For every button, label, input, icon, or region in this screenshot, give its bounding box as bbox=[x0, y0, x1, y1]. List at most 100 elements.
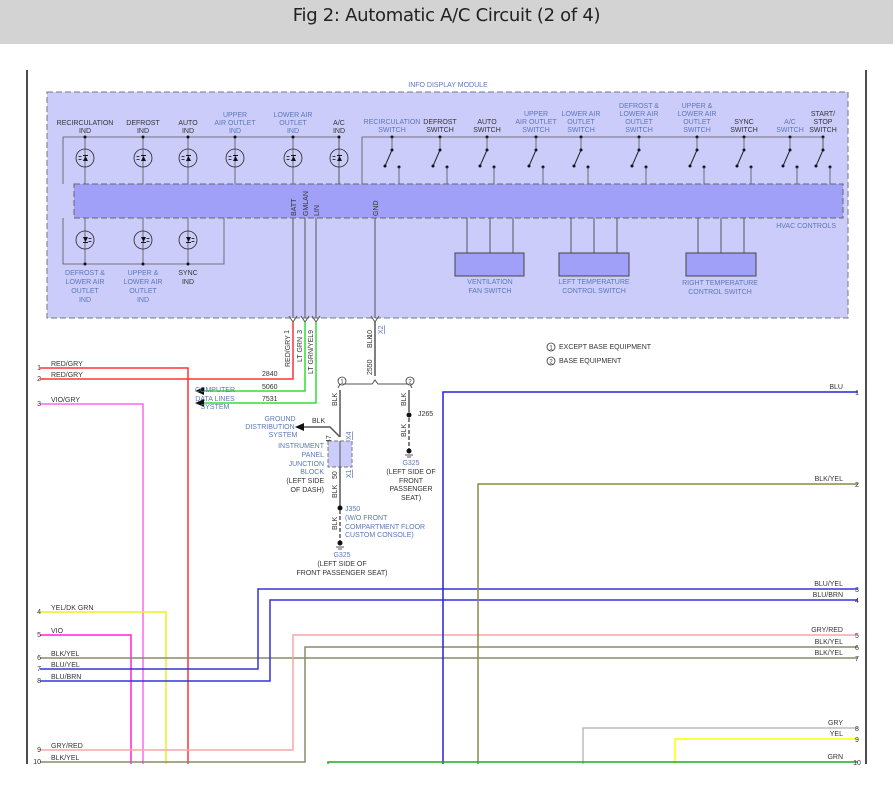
wire-left-10-right-6 bbox=[40, 646, 858, 763]
right-wire-color-label: BLK/YEL bbox=[815, 476, 844, 483]
switch-contact-icon bbox=[735, 135, 753, 184]
left-connector-pin-number: 5 bbox=[37, 632, 41, 639]
computer-data-lines-label-2[interactable]: DATA LINES bbox=[195, 396, 235, 403]
junction-connector-in[interactable]: X4 bbox=[346, 431, 353, 440]
option1-wire3-color: BLK bbox=[332, 516, 339, 530]
ground-g325-option2[interactable]: G325 bbox=[402, 460, 419, 467]
indicator-label: IND bbox=[182, 128, 194, 135]
led-indicator-icon bbox=[283, 148, 303, 168]
gnd-circuit-number: 2550 bbox=[367, 359, 374, 375]
left-wire-color-label: GRY/RED bbox=[51, 743, 83, 750]
ground-symbol-icon bbox=[406, 448, 412, 454]
wire-left-8-right-4 bbox=[40, 599, 858, 682]
batt-wire: 1 RED/GRY 2840 bbox=[40, 322, 294, 380]
splice-j350-note-3: CUSTOM CONSOLE) bbox=[345, 532, 414, 539]
splice-j350[interactable]: J350 bbox=[345, 506, 360, 513]
pin-label-gmlan: GMLAN bbox=[303, 191, 310, 216]
switch-label: SWITCH bbox=[625, 127, 653, 134]
right-wire-color-label: GRY/RED bbox=[811, 627, 843, 634]
indicator-label: DEFROST & bbox=[65, 270, 105, 277]
switch-label: SWITCH bbox=[730, 127, 758, 134]
batt-wire-color: RED/GRY bbox=[285, 335, 292, 367]
switch-label: LOWER AIR bbox=[620, 111, 659, 118]
switch-contact-icon bbox=[478, 135, 496, 184]
lin-pin-number: 9 bbox=[308, 330, 315, 334]
wire-right-1 bbox=[442, 391, 858, 764]
switch-label: SYNC bbox=[734, 119, 753, 126]
right-connector-pin-number: 8 bbox=[855, 726, 859, 733]
ground-g325-option1-note-2: FRONT PASSENGER SEAT) bbox=[296, 570, 387, 577]
gnd-wire-color: BLK bbox=[367, 334, 374, 348]
switch-label: UPPER & bbox=[682, 103, 713, 110]
indicator-label: IND bbox=[287, 128, 299, 135]
harness-wires bbox=[40, 367, 858, 764]
option2-marker: 2 bbox=[408, 380, 412, 386]
right-connector-labels: 1BLU2BLK/YEL3BLU/YEL4BLU/BRN5GRY/RED6BLK… bbox=[811, 384, 861, 767]
left-wire-color-label: VIO bbox=[51, 628, 64, 635]
switch-label: DEFROST bbox=[423, 119, 457, 126]
right-wire-color-label: BLU/BRN bbox=[813, 592, 843, 599]
indicator-label: OUTLET bbox=[279, 120, 307, 127]
computer-data-lines-destination[interactable]: COMPUTER DATA LINES SYSTEM bbox=[195, 387, 235, 411]
right-connector-pin-number: 2 bbox=[855, 482, 859, 489]
ground-path-option2: BLK J265 BLK G325 (LEFT SIDE OF FRONT PA… bbox=[386, 390, 436, 502]
ground-g325-option2-note-4: SEAT) bbox=[401, 495, 421, 502]
top-indicators: RECIRCULATIONINDDEFROSTINDAUTOINDUPPERAI… bbox=[57, 112, 349, 184]
switch-label: SWITCH bbox=[776, 127, 804, 134]
lin-circuit-number: 7531 bbox=[262, 396, 278, 403]
right-wire-color-label: BLU/YEL bbox=[814, 581, 843, 588]
junction-block-label-1: INSTRUMENT bbox=[278, 443, 325, 450]
lin-wire: 9 LT GRN/YEL 7531 bbox=[195, 322, 317, 407]
legend-text-1: EXCEPT BASE EQUIPMENT bbox=[559, 344, 652, 351]
wire-left-1 bbox=[40, 367, 189, 764]
switch-label: LOWER AIR bbox=[562, 111, 601, 118]
right-connector-pin-number: 7 bbox=[855, 656, 859, 663]
junction-block-label-2: PANEL bbox=[302, 452, 325, 459]
left-temp-switch-label-2: CONTROL SWITCH bbox=[562, 288, 626, 295]
mode-switches: RECIRCULATIONSWITCHDEFROSTSWITCHAUTOSWIT… bbox=[361, 103, 837, 184]
right-connector-pin-number: 5 bbox=[855, 633, 859, 640]
switch-contact-icon bbox=[383, 135, 401, 184]
gnd-connector-id[interactable]: X2 bbox=[378, 325, 385, 334]
wire-left-4 bbox=[40, 611, 167, 764]
ground-distribution-label-1[interactable]: GROUND bbox=[264, 416, 295, 423]
switch-label: STOP bbox=[814, 119, 833, 126]
gmlan-wire: 3 LT GRN 5060 bbox=[195, 322, 306, 395]
switch-contact-icon bbox=[814, 135, 832, 184]
indicator-label: RECIRCULATION bbox=[57, 120, 114, 127]
right-connector-pin-number: 10 bbox=[853, 760, 861, 767]
wire-left-3 bbox=[40, 403, 144, 764]
right-wire-color-label: BLU bbox=[829, 384, 843, 391]
info-display-module: INFO DISPLAY MODULE HVAC CONTROLS RECIRC… bbox=[46, 82, 849, 319]
switch-label: SWITCH bbox=[426, 127, 454, 134]
ventilation-fan-switch-label-1: VENTILATION bbox=[467, 279, 512, 286]
indicator-label: LOWER AIR bbox=[124, 279, 163, 286]
computer-data-lines-label-1[interactable]: COMPUTER bbox=[195, 387, 235, 394]
led-indicator-icon bbox=[75, 230, 95, 250]
figure-title-bar: Fig 2: Automatic A/C Circuit (2 of 4) bbox=[0, 0, 893, 44]
indicator-label: UPPER & bbox=[128, 270, 159, 277]
wire-right-2 bbox=[477, 483, 858, 764]
junction-block-label-3: JUNCTION bbox=[289, 461, 324, 468]
right-wire-color-label: BLK/YEL bbox=[815, 639, 844, 646]
ground-distribution-label-3[interactable]: SYSTEM bbox=[269, 432, 298, 439]
ground-symbol-icon bbox=[337, 540, 343, 546]
gmlan-circuit-number: 5060 bbox=[262, 384, 278, 391]
hvac-controls-label: HVAC CONTROLS bbox=[776, 223, 836, 230]
ground-g325-option1[interactable]: G325 bbox=[333, 552, 350, 559]
switch-label: SWITCH bbox=[378, 127, 406, 134]
ground-g325-option1-note-1: (LEFT SIDE OF bbox=[317, 561, 366, 568]
pin-label-gnd: GND bbox=[373, 200, 380, 216]
right-connector-pin-number: 3 bbox=[855, 587, 859, 594]
splice-j265[interactable]: J265 bbox=[418, 411, 433, 418]
left-wire-color-label: RED/GRY bbox=[51, 361, 83, 368]
right-wire-color-label: BLK/YEL bbox=[815, 650, 844, 657]
computer-data-lines-label-3[interactable]: SYSTEM bbox=[201, 404, 230, 411]
sub-switches: VENTILATION FAN SWITCH LEFT TEMPERATURE … bbox=[454, 218, 758, 296]
ground-g325-option2-note-2: FRONT bbox=[399, 478, 424, 485]
junction-connector-out[interactable]: X1 bbox=[346, 469, 353, 478]
ground-path-option1: BLK BLK GROUND DISTRIBUTION SYSTEM 47 X4… bbox=[245, 390, 425, 577]
ground-distribution-label-2[interactable]: DISTRIBUTION bbox=[245, 424, 294, 431]
